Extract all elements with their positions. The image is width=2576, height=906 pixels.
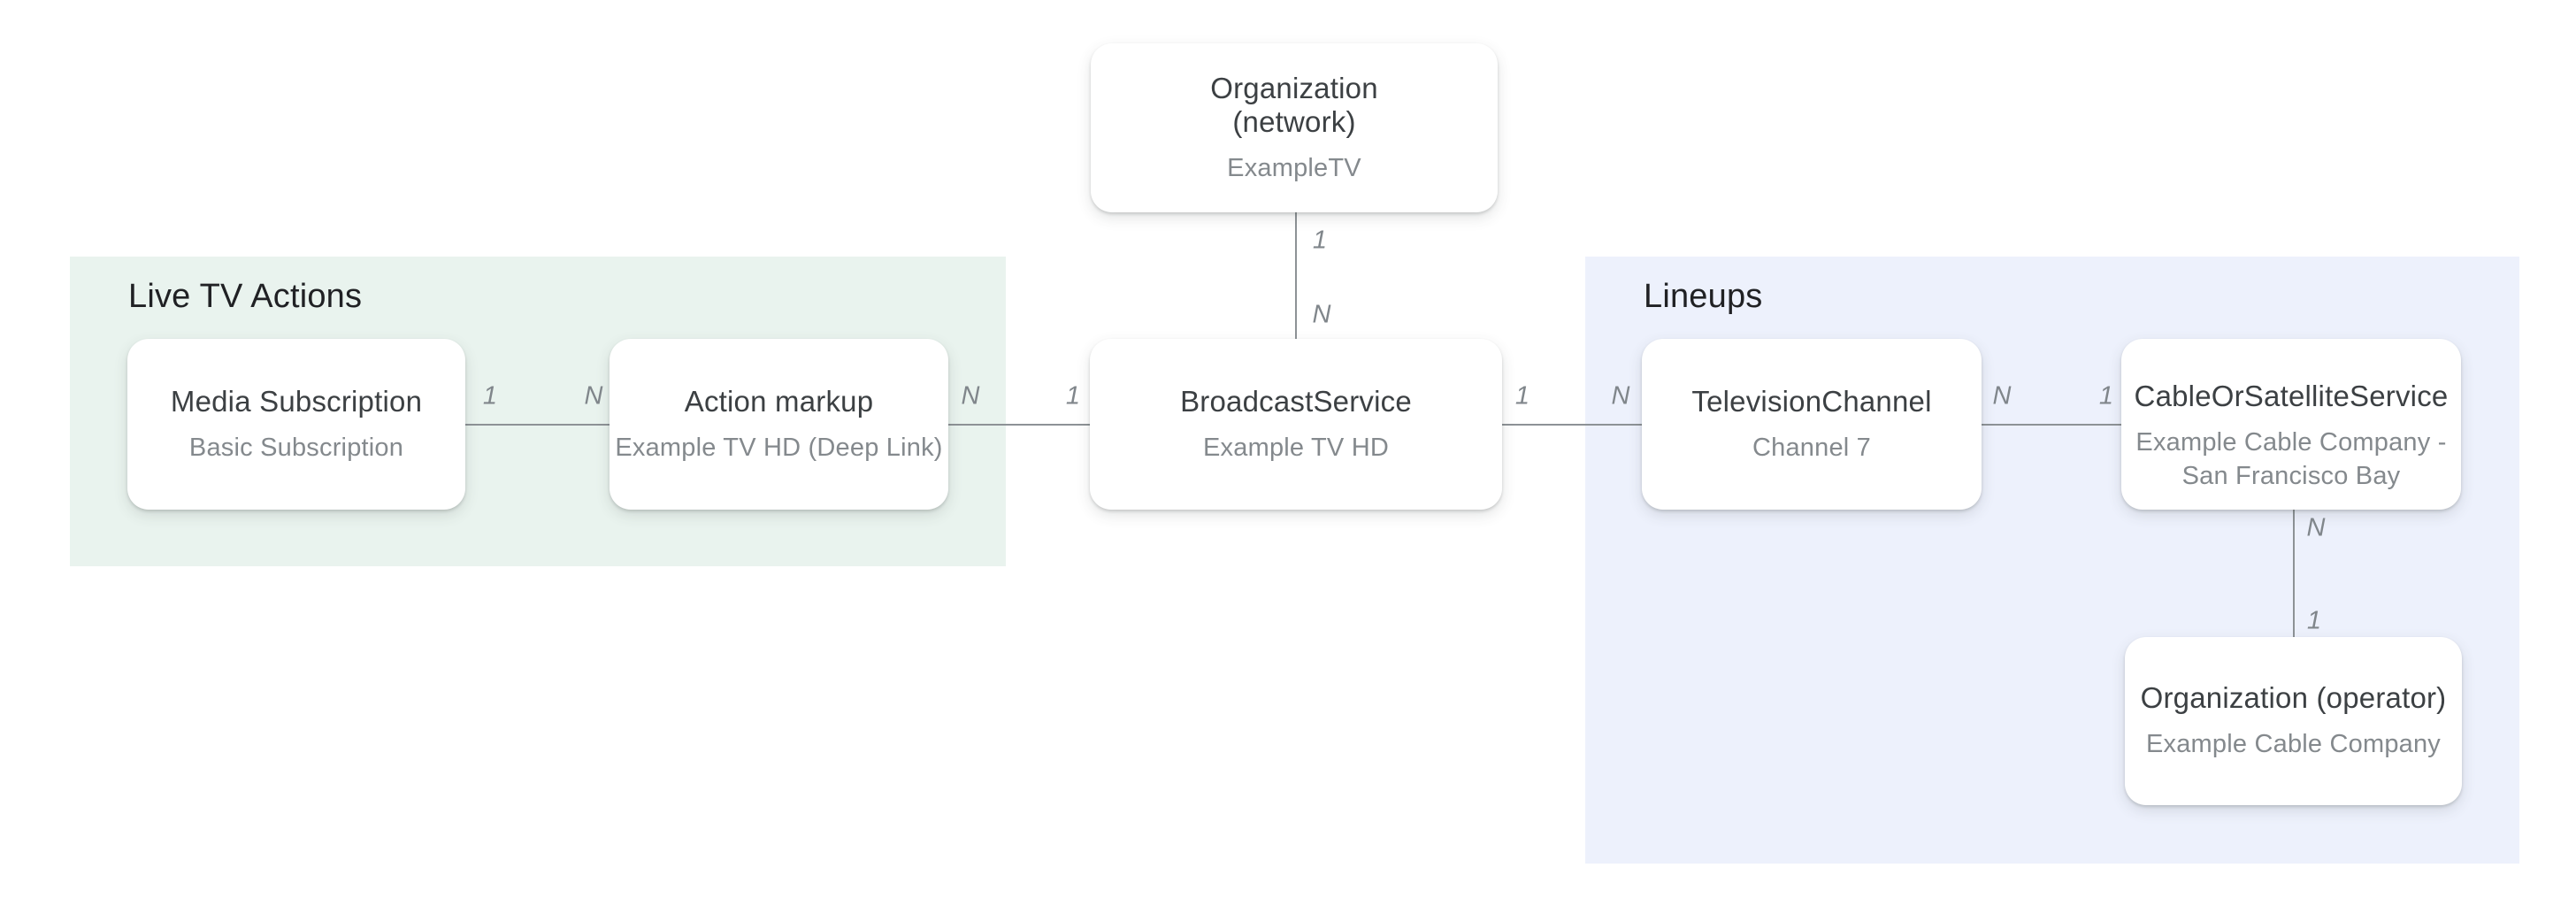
node-title: TelevisionChannel xyxy=(1691,384,1932,418)
node-title: BroadcastService xyxy=(1180,384,1412,418)
node-organization-network: Organization (network) ExampleTV xyxy=(1091,43,1498,212)
node-subtitle: Channel 7 xyxy=(1752,433,1871,462)
node-title: Action markup xyxy=(684,384,874,418)
cardinality-label: 1 xyxy=(1065,381,1081,411)
cardinality-label: N xyxy=(1992,381,2012,411)
node-subtitle: ExampleTV xyxy=(1227,153,1361,182)
connector-line-broadcast-to-channel xyxy=(1502,424,1642,426)
cardinality-label: N xyxy=(584,381,603,411)
node-title: CableOrSatelliteService xyxy=(2134,379,2449,412)
connector-line-action-to-broadcast xyxy=(948,424,1090,426)
connector-line-media-to-action xyxy=(465,424,610,426)
node-subtitle: Basic Subscription xyxy=(188,433,404,462)
group-title-live-tv-actions: Live TV Actions xyxy=(128,278,363,315)
cardinality-label: N xyxy=(1611,381,1630,411)
node-title: Organization (network) xyxy=(1210,71,1378,138)
group-title-lineups: Lineups xyxy=(1644,278,1763,315)
cardinality-label: N xyxy=(2306,513,2326,542)
node-title: Organization (operator) xyxy=(2140,681,2447,714)
node-subtitle: Example Cable Company xyxy=(2145,730,2442,758)
cardinality-label: 1 xyxy=(482,381,498,411)
cardinality-label: 1 xyxy=(2306,606,2322,635)
connector-line-cable-to-operator xyxy=(2293,510,2295,637)
node-subtitle: Example Cable Company - San Francisco Ba… xyxy=(2135,427,2447,490)
node-subtitle: Example TV HD xyxy=(1203,433,1389,462)
connector-line-channel-to-cable xyxy=(1982,424,2121,426)
cardinality-label: 1 xyxy=(1312,226,1328,255)
cardinality-label: 1 xyxy=(2098,381,2114,411)
node-title: Media Subscription xyxy=(170,384,423,418)
node-subtitle: Example TV HD (Deep Link) xyxy=(615,433,943,462)
cardinality-label: N xyxy=(961,381,980,411)
node-organization-operator: Organization (operator) Example Cable Com… xyxy=(2125,637,2462,805)
cardinality-label: N xyxy=(1312,300,1331,329)
cardinality-label: 1 xyxy=(1514,381,1530,411)
connector-line-network-to-broadcast xyxy=(1295,212,1297,339)
